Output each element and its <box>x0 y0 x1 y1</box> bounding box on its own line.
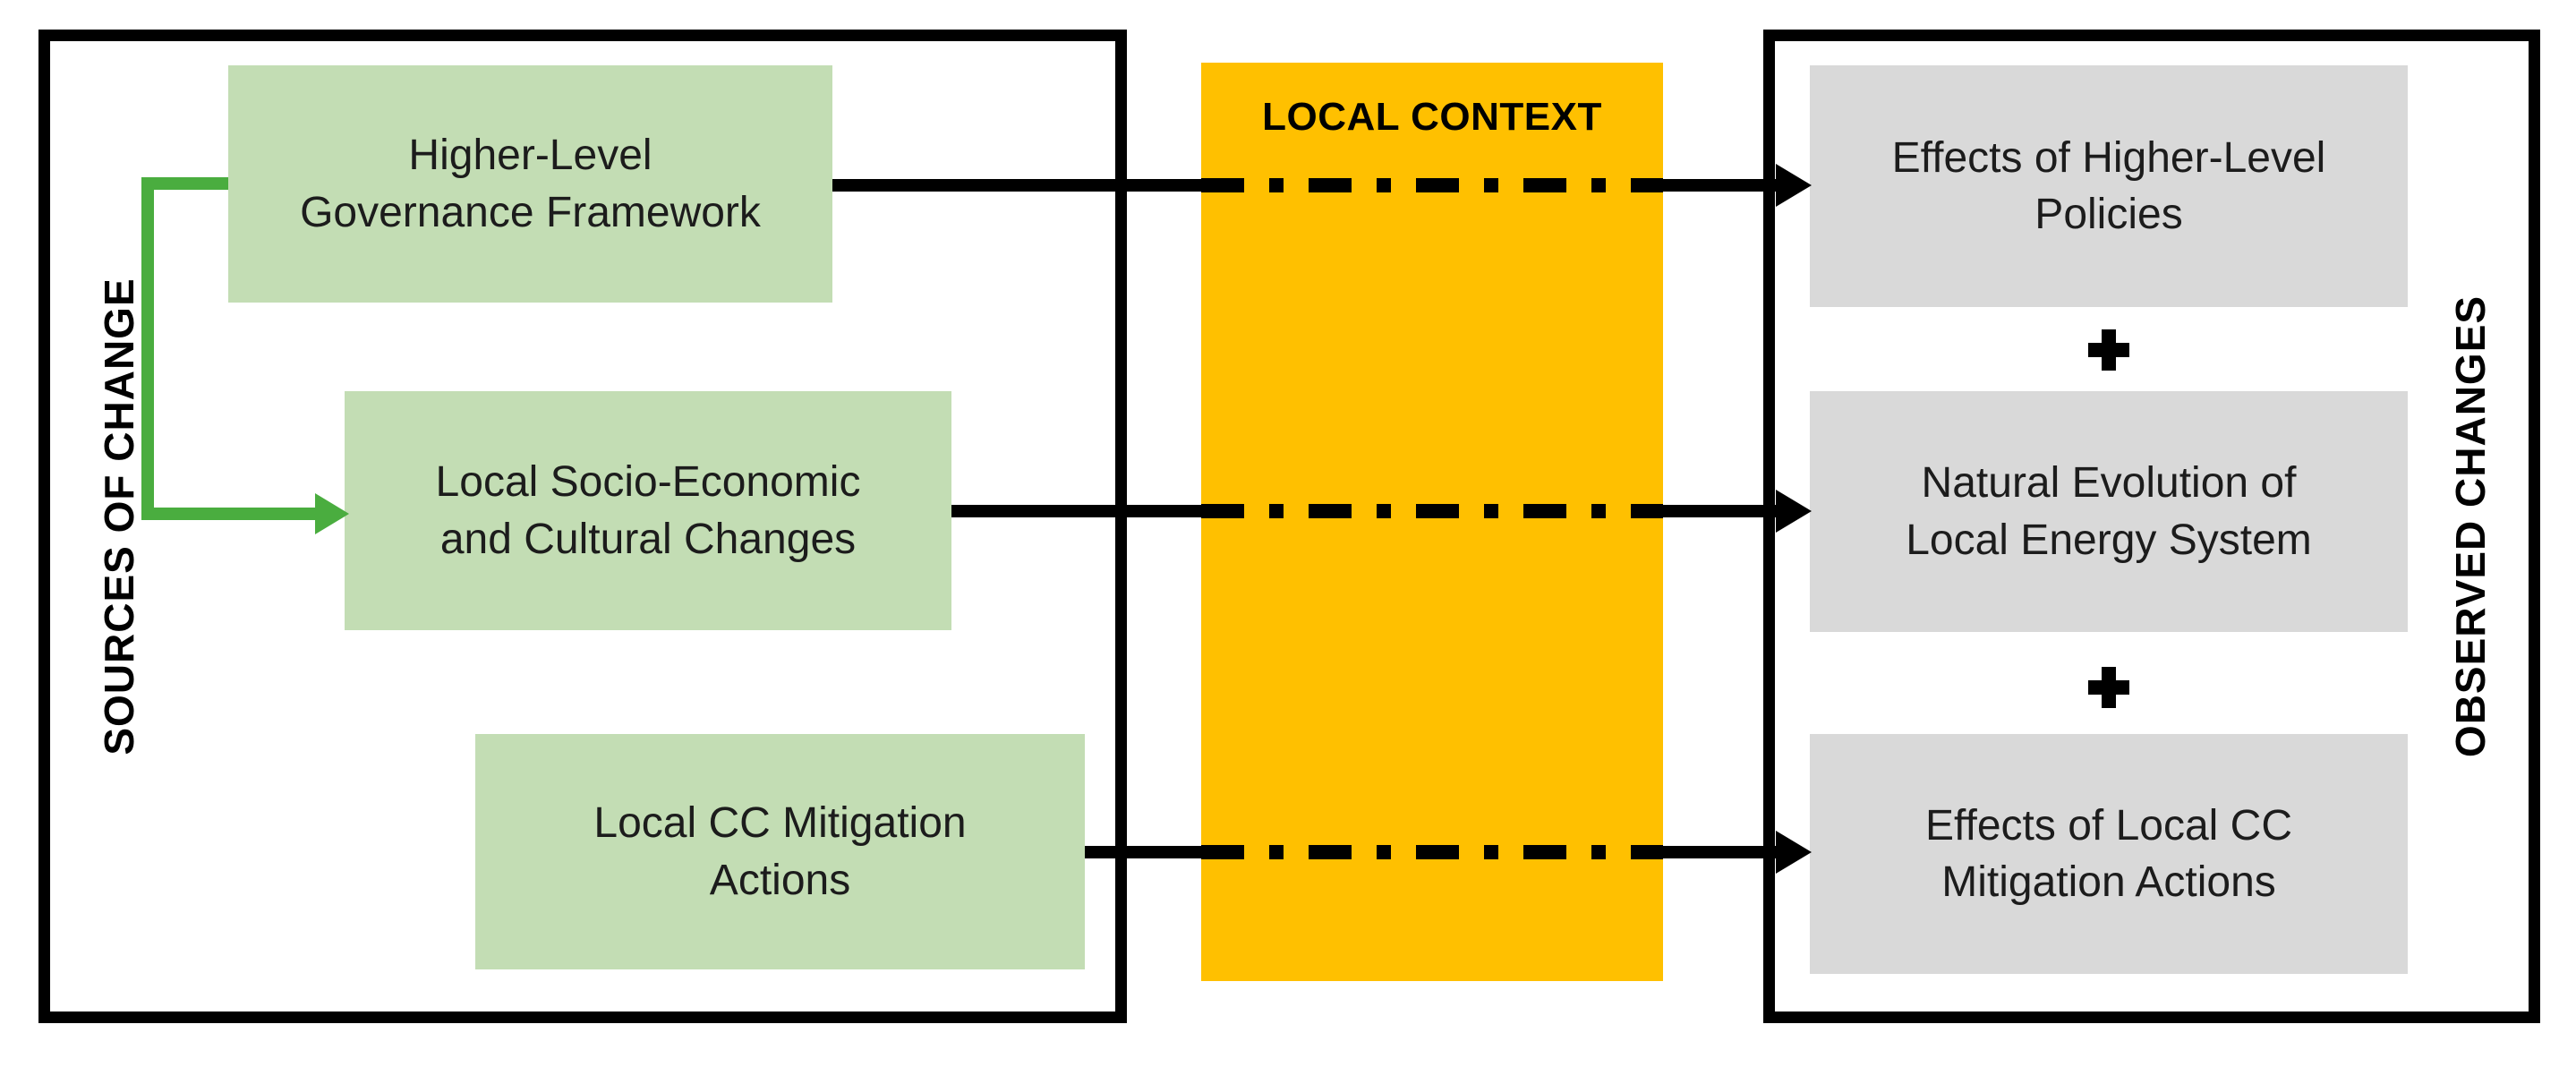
box-text-line: Policies <box>2034 191 2183 238</box>
box-text-line: Effects of Local CC <box>1925 801 2292 849</box>
plus-sign-bar <box>2102 667 2116 708</box>
box-text-line: Actions <box>709 856 851 904</box>
arrow-line <box>951 505 1201 517</box>
local-context-band: LOCAL CONTEXT <box>1201 63 1663 981</box>
box-text-line: Local Energy System <box>1906 516 2312 564</box>
connector-line <box>141 177 154 520</box>
plus-sign <box>2088 329 2129 371</box>
box-text-line: Local CC Mitigation <box>593 799 967 848</box>
green-arrowhead-icon <box>315 493 349 534</box>
arrow-line <box>1663 505 1776 517</box>
arrow-dashdot-segment <box>1201 178 1663 192</box>
connector-line <box>141 508 315 520</box>
arrowhead-icon <box>1776 490 1812 533</box>
box-text-line: Natural Evolution of <box>1921 459 2297 508</box>
plus-sign-bar <box>2102 329 2116 371</box>
box-text-line: Effects of Higher-Level <box>1891 133 2326 182</box>
local-context-title: LOCAL CONTEXT <box>1262 95 1602 139</box>
box-text-line: Mitigation Actions <box>1941 858 2276 906</box>
arrow-line <box>1085 846 1201 858</box>
arrow-dashdot-segment <box>1201 845 1663 859</box>
arrow-line <box>1663 179 1776 192</box>
box-text-line: Local Socio-Economic <box>435 458 861 507</box>
box-local-socio-economic-and-cultural-changes: Local Socio-Economic and Cultural Change… <box>345 391 951 630</box>
box-text-line: Higher-Level <box>408 132 653 180</box>
box-local-cc-mitigation-actions: Local CC Mitigation Actions <box>475 734 1085 969</box>
box-higher-level-governance-framework: Higher-Level Governance Framework <box>228 65 832 303</box>
box-effects-of-local-cc-mitigation-actions: Effects of Local CC Mitigation Actions <box>1810 734 2408 974</box>
arrow-line <box>1663 846 1776 858</box>
sources-of-change-title: SOURCES OF CHANGE <box>96 277 142 755</box>
arrow-dashdot-segment <box>1201 504 1663 518</box>
arrow-line <box>832 179 1201 192</box>
box-text-line: and Cultural Changes <box>439 515 857 563</box>
arrowhead-icon <box>1776 164 1812 207</box>
box-effects-of-higher-level-policies: Effects of Higher-Level Policies <box>1810 65 2408 307</box>
observed-changes-title: OBSERVED CHANGES <box>2447 294 2494 758</box>
box-natural-evolution-of-local-energy-system: Natural Evolution of Local Energy System <box>1810 391 2408 632</box>
connector-line <box>141 177 228 190</box>
arrowhead-icon <box>1776 831 1812 874</box>
plus-sign <box>2088 667 2129 708</box>
box-text-line: Governance Framework <box>300 188 761 236</box>
